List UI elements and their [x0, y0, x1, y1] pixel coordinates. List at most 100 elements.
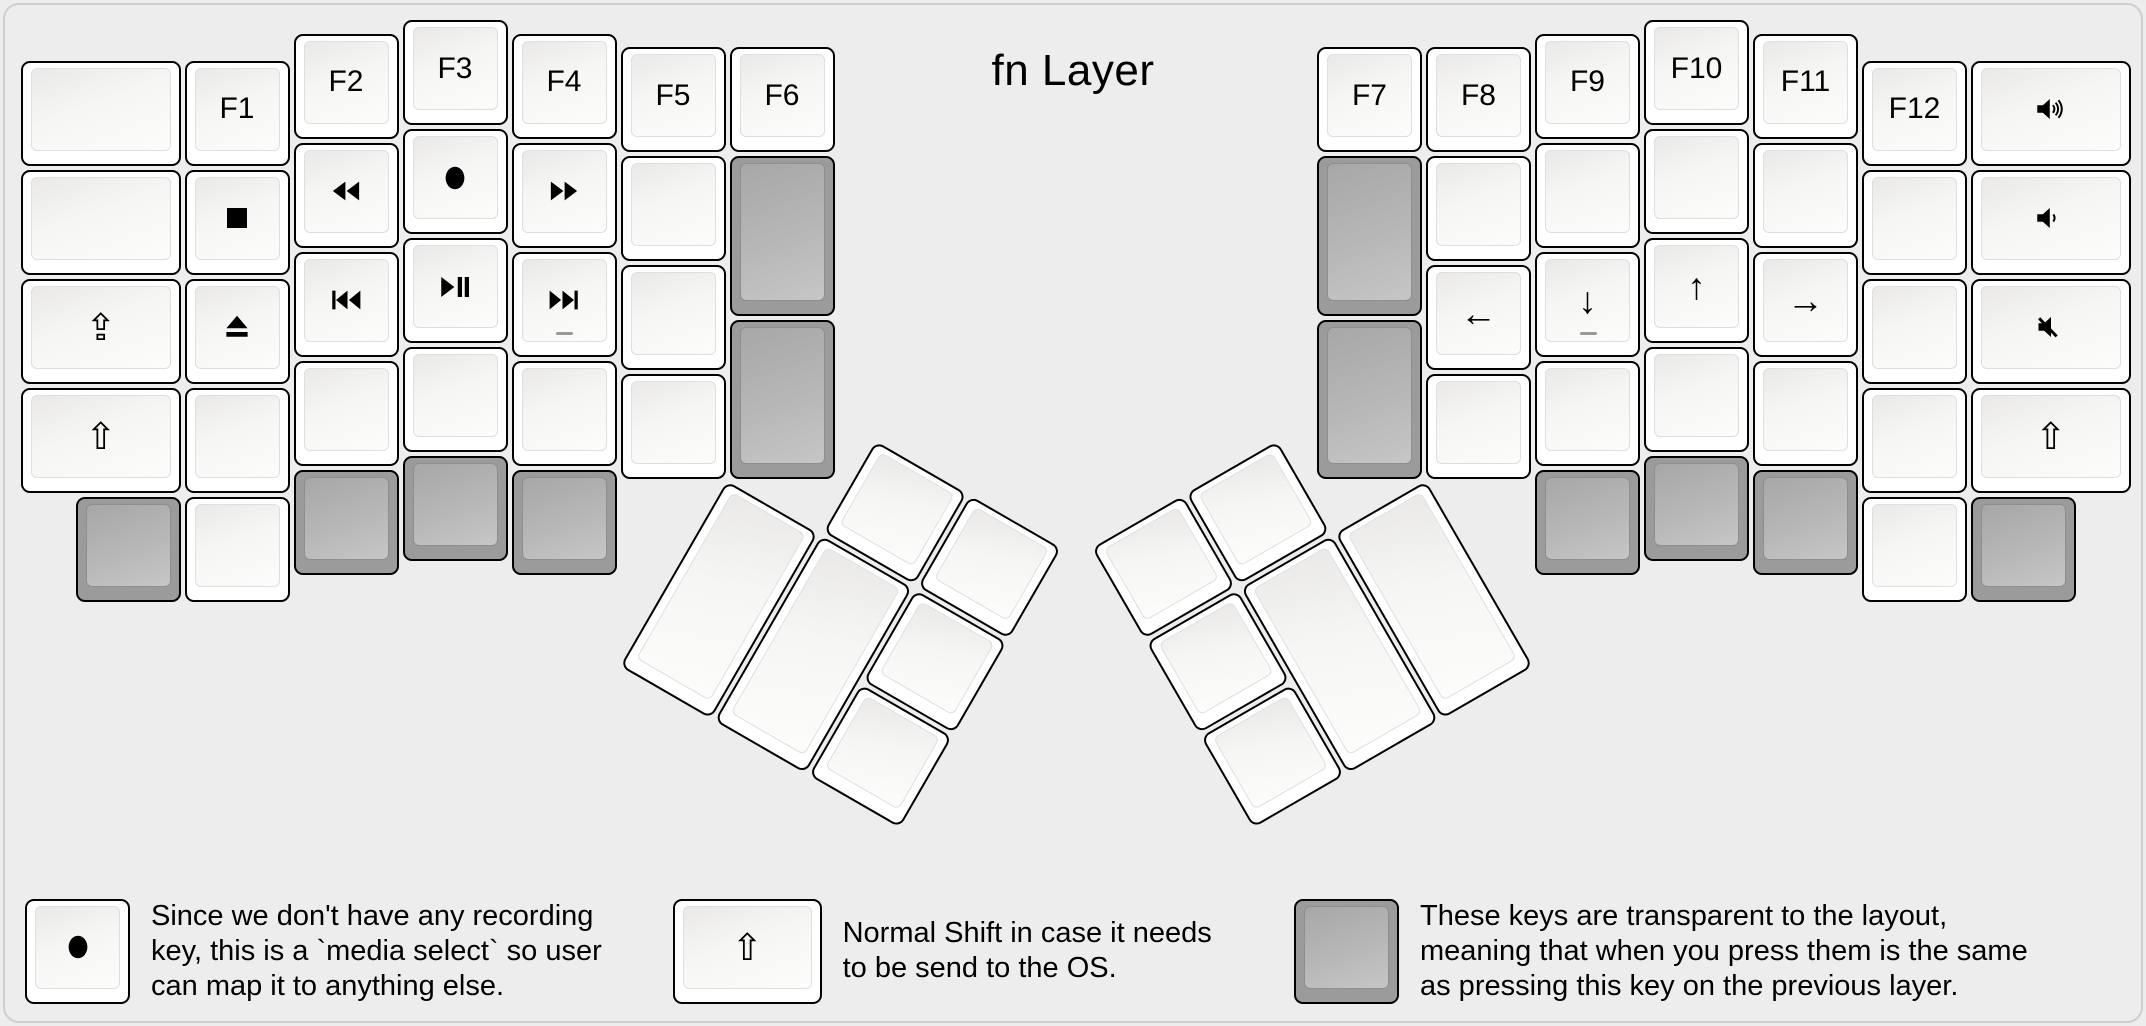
key-f2[interactable]: F2	[293, 33, 399, 139]
key-blank[interactable]	[402, 347, 508, 452]
key-rewind[interactable]	[293, 142, 399, 248]
key-f4[interactable]: F4	[511, 33, 617, 139]
key-blank[interactable]	[184, 387, 290, 493]
key-arrow-down[interactable]: ↓	[1535, 251, 1640, 357]
key-transparent[interactable]	[1644, 456, 1749, 561]
keycap-top	[521, 476, 607, 560]
key-label: F12	[1888, 92, 1941, 126]
key-blank[interactable]	[1862, 496, 1967, 602]
key-blank[interactable]	[1753, 142, 1858, 248]
key-label: F11	[1780, 65, 1831, 99]
key-blank[interactable]	[620, 374, 726, 480]
key-record[interactable]	[402, 129, 508, 234]
keycap-top: F4	[521, 40, 607, 124]
key-transparent[interactable]	[1535, 469, 1640, 575]
keycap-top	[412, 245, 498, 328]
key-transparent[interactable]	[1317, 156, 1422, 316]
key-mute[interactable]	[1971, 278, 2131, 384]
key-eject[interactable]	[184, 278, 290, 384]
keycap-top	[194, 394, 280, 478]
key-f1[interactable]: F1	[184, 60, 290, 166]
key-f12[interactable]: F12	[1862, 60, 1967, 166]
play-pause-icon	[438, 272, 472, 302]
key-f5[interactable]: F5	[620, 47, 726, 153]
key-transparent[interactable]	[1317, 319, 1422, 480]
key-previous-track[interactable]	[293, 251, 399, 357]
legend-item-normal-shift: ⇧ Normal Shift in case it needs to be se…	[673, 896, 1212, 1006]
key-transparent-sample[interactable]	[1294, 898, 1399, 1004]
key-fast-forward[interactable]	[511, 142, 617, 248]
key-f8[interactable]: F8	[1426, 47, 1531, 153]
key-blank[interactable]	[1644, 347, 1749, 452]
key-blank[interactable]	[620, 156, 726, 262]
key-blank[interactable]	[620, 265, 726, 371]
keycap-top	[303, 367, 389, 451]
key-blank[interactable]	[21, 60, 181, 166]
key-transparent[interactable]	[293, 469, 399, 575]
volume-down-icon	[2033, 203, 2069, 233]
keycap-top	[1872, 394, 1957, 478]
key-arrow-left[interactable]: ←	[1426, 265, 1531, 371]
keycap-top	[933, 506, 1050, 622]
keycap-top	[1436, 381, 1521, 465]
key-f11[interactable]: F11	[1753, 33, 1858, 139]
key-blank[interactable]	[1753, 360, 1858, 466]
key-shift[interactable]: ⇧	[21, 387, 181, 493]
stop-icon	[222, 203, 252, 233]
key-blank[interactable]	[293, 360, 399, 466]
key-blank[interactable]	[511, 360, 617, 466]
key-arrow-right[interactable]: →	[1753, 251, 1858, 357]
key-transparent[interactable]	[511, 469, 617, 575]
key-blank[interactable]	[1862, 278, 1967, 384]
legend-line: These keys are transparent to the layout…	[1420, 899, 1948, 932]
key-glyph: →	[1787, 279, 1824, 321]
key-blank[interactable]	[1535, 360, 1640, 466]
key-play-pause[interactable]	[402, 238, 508, 343]
key-volume-up[interactable]	[1971, 60, 2131, 166]
key-shift-sample[interactable]: ⇧	[673, 898, 822, 1004]
key-transparent[interactable]	[729, 319, 835, 480]
key-next-track[interactable]	[511, 251, 617, 357]
key-blank[interactable]	[1426, 156, 1531, 262]
keycap-top: ←	[1436, 272, 1521, 356]
keycap-top	[739, 326, 825, 465]
homing-bar	[1579, 331, 1597, 335]
legend-text: Normal Shift in case it needs to be send…	[843, 916, 1212, 986]
key-f7[interactable]: F7	[1317, 47, 1422, 153]
legend-key-slot: ⇧	[673, 898, 822, 1004]
key-transparent[interactable]	[1753, 469, 1858, 575]
key-transparent[interactable]	[402, 456, 508, 561]
key-blank[interactable]	[1644, 129, 1749, 234]
key-f3[interactable]: F3	[402, 20, 508, 125]
key-label: F2	[328, 65, 364, 99]
keycap-top	[1304, 905, 1389, 989]
key-transparent[interactable]	[729, 156, 835, 316]
keycap-top: F1	[194, 67, 280, 151]
key-shift[interactable]: ⇧	[1971, 387, 2131, 493]
key-blank[interactable]	[1862, 387, 1967, 493]
key-blank[interactable]	[21, 169, 181, 275]
keycap-top: ↓	[1545, 258, 1630, 342]
next-track-icon	[547, 285, 581, 315]
key-blank[interactable]	[184, 496, 290, 602]
key-blank[interactable]	[1535, 142, 1640, 248]
keycap-top	[31, 176, 171, 260]
volume-up-icon	[2033, 94, 2069, 124]
key-transparent[interactable]	[75, 496, 181, 602]
key-f10[interactable]: F10	[1644, 20, 1749, 125]
key-volume-down[interactable]	[1971, 169, 2131, 275]
key-f9[interactable]: F9	[1535, 33, 1640, 139]
keycap-top	[1981, 503, 2066, 587]
keycap-top	[303, 258, 389, 342]
legend-line: Normal Shift in case it needs	[842, 917, 1212, 949]
key-blank[interactable]	[1862, 169, 1967, 275]
key-f6[interactable]: F6	[729, 47, 835, 153]
key-blank[interactable]	[1426, 374, 1531, 480]
key-arrow-up[interactable]: ↑	[1644, 238, 1749, 343]
legend-line: as pressing this key on the previous lay…	[1420, 969, 1959, 1002]
key-transparent[interactable]	[1971, 496, 2076, 602]
key-caps-lock[interactable]: ⇪	[21, 278, 181, 384]
key-media-select-sample[interactable]	[25, 898, 130, 1004]
key-stop[interactable]	[184, 169, 290, 275]
keycap-top: F11	[1763, 40, 1848, 124]
